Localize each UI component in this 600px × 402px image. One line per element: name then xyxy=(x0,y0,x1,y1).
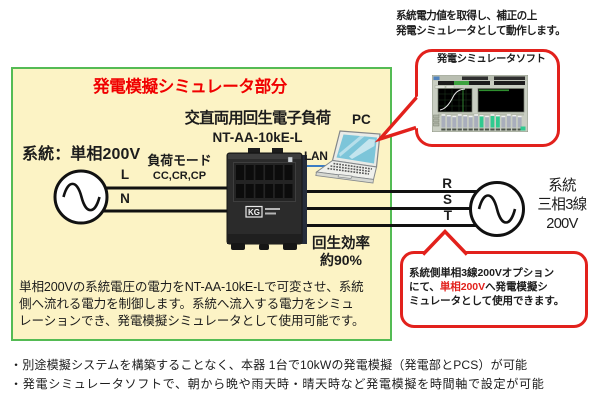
lan-label: LAN xyxy=(304,149,328,163)
device-feet xyxy=(231,243,297,250)
sine-wave-icon xyxy=(62,182,101,212)
device-type-label: 交直両用回生電子負荷 xyxy=(184,110,331,127)
load-mode-block: 負荷モード CC,CR,CP xyxy=(143,153,216,184)
option-callout-tail xyxy=(421,228,469,256)
grid-right-line1: 系統 xyxy=(548,178,577,194)
option-callout-line3: ミュレータとして使用できます。 xyxy=(409,295,565,308)
phase-t-label: T xyxy=(443,208,452,223)
footnote-bullet2: ・発電シミュレータソフトで、朝から晩や雨天時・晴天時など発電模擬を時間軸で設定が… xyxy=(10,377,545,391)
laptop-trackpad xyxy=(337,174,353,179)
sine-wave-icon xyxy=(477,194,517,224)
ac-source-three-phase xyxy=(469,181,525,237)
footnotes: ・別途模擬システムを構築することなく、本器 1台で10kWの発電模擬（発電部とP… xyxy=(10,356,545,394)
option-callout-line2-pre: にて、 xyxy=(409,281,440,294)
grid-left-label: 系統：単相200V xyxy=(22,146,141,163)
simulator-software-screenshot xyxy=(432,75,528,132)
phase-s-label: S xyxy=(442,192,452,207)
description-line3: レーションでき、発電模擬シミュレータとして使用可能です。 xyxy=(19,313,365,328)
phase-n-label: N xyxy=(120,191,130,206)
phase-r-label: R xyxy=(442,176,452,191)
grid-right-line3: 200V xyxy=(546,216,578,232)
box-description: 単相200Vの系統電圧の電力をNT-AA-10kE-Lで可変させ、系統 側へ流れ… xyxy=(19,279,365,329)
option-callout-line2-post: へ発電模擬シ xyxy=(485,281,548,294)
sw-side-buttons xyxy=(433,114,440,127)
efficiency-value: 約90% xyxy=(319,251,363,268)
load-mode-values: CC,CR,CP xyxy=(152,170,207,182)
device-logo-text: KG xyxy=(248,208,260,217)
ac-source-single-phase xyxy=(53,169,109,225)
load-mode-label: 負荷モード xyxy=(147,153,212,168)
software-callout-tail xyxy=(374,96,418,143)
grid-right-line2: 三相3線 xyxy=(537,197,587,213)
option-callout-text: 系統側単相3線200Vオプション にて、単相200Vへ発電模擬シ ミュレータとし… xyxy=(409,266,564,309)
sw-bar-meters xyxy=(441,114,522,131)
footnote-bullet1: ・別途模擬システムを構築することなく、本器 1台で10kWの発電模擬（発電部とP… xyxy=(10,358,528,372)
option-highlight: 単相200V xyxy=(439,281,486,294)
top-annotation-line1: 系統電力値を取得し、補正の上 xyxy=(396,10,537,22)
efficiency-block: 回生効率 約90% xyxy=(309,236,373,267)
top-annotation-line2: 発電シミュレータとして動作します。 xyxy=(396,25,566,37)
description-line1: 単相200Vの系統電圧の電力をNT-AA-10kE-Lで可変させ、系統 xyxy=(19,280,364,294)
software-callout-title: 発電シミュレータソフト xyxy=(437,54,546,65)
option-callout-line2: にて、単相200Vへ発電模擬シ xyxy=(409,280,564,294)
top-annotation: 系統電力値を取得し、補正の上 発電シミュレータとして動作します。 xyxy=(396,9,566,39)
device-name-block: 交直両用回生電子負荷 NT-AA-10kE-L xyxy=(176,109,339,146)
efficiency-label: 回生効率 xyxy=(312,236,370,252)
option-callout-bubble xyxy=(400,251,588,328)
phase-l-label: L xyxy=(120,167,130,182)
section-title: 発電模擬シミュレータ部分 xyxy=(93,77,287,96)
device-model-label: NT-AA-10kE-L xyxy=(212,130,303,145)
sw-graph-left xyxy=(437,88,473,113)
laptop-keyboard xyxy=(327,162,373,175)
sw-graph-right xyxy=(477,88,525,113)
electronic-load-device: KG xyxy=(226,148,307,250)
option-callout-line1: 系統側単相3線200Vオプション xyxy=(409,267,555,279)
device-logo: KG xyxy=(245,205,280,218)
laptop-pc xyxy=(315,130,381,184)
pc-label: PC xyxy=(352,112,371,127)
grid-right-label: 系統 三相3線 200V xyxy=(530,177,594,234)
description-line2: 側へ流れる電力を制御します。系統へ流入する電力をシミュ xyxy=(19,296,354,311)
vent-grille xyxy=(236,165,293,198)
